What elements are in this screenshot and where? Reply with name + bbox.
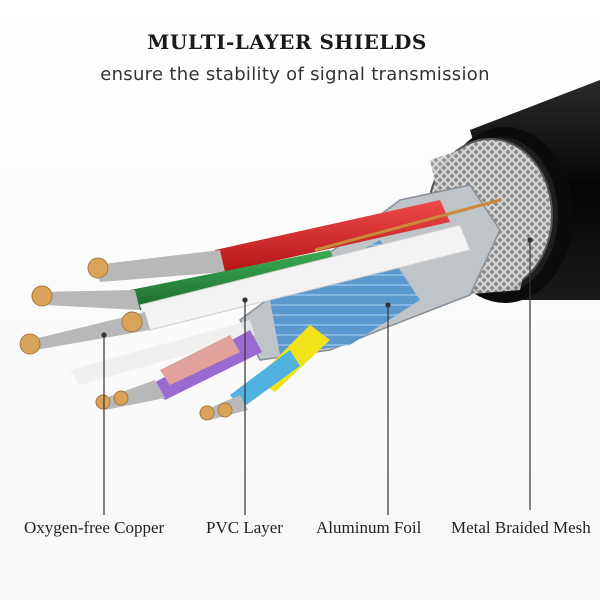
copper-drain-wire (314, 198, 501, 252)
label-pvc-layer: PVC Layer (206, 518, 283, 537)
page-title: MULTI-LAYER SHIELDS (147, 30, 427, 54)
label-aluminum-foil: Aluminum Foil (316, 518, 422, 537)
label-oxygen-free-copper: Oxygen-free Copper (24, 518, 165, 537)
callout-dot-copper (101, 332, 107, 338)
callout-lines (101, 237, 533, 515)
callout-dot-foil (385, 302, 391, 308)
purple-pink-wires (95, 330, 262, 410)
label-metal-braided-mesh: Metal Braided Mesh (451, 518, 591, 537)
white-wire (19, 224, 471, 355)
transparent-sheath-strands (70, 320, 255, 385)
page-subtitle: ensure the stability of signal transmiss… (100, 64, 490, 85)
callout-dot-pvc (242, 297, 248, 303)
red-wire (87, 200, 450, 282)
yellow-cyan-wires (199, 325, 330, 421)
callout-dot-mesh (527, 237, 533, 243)
